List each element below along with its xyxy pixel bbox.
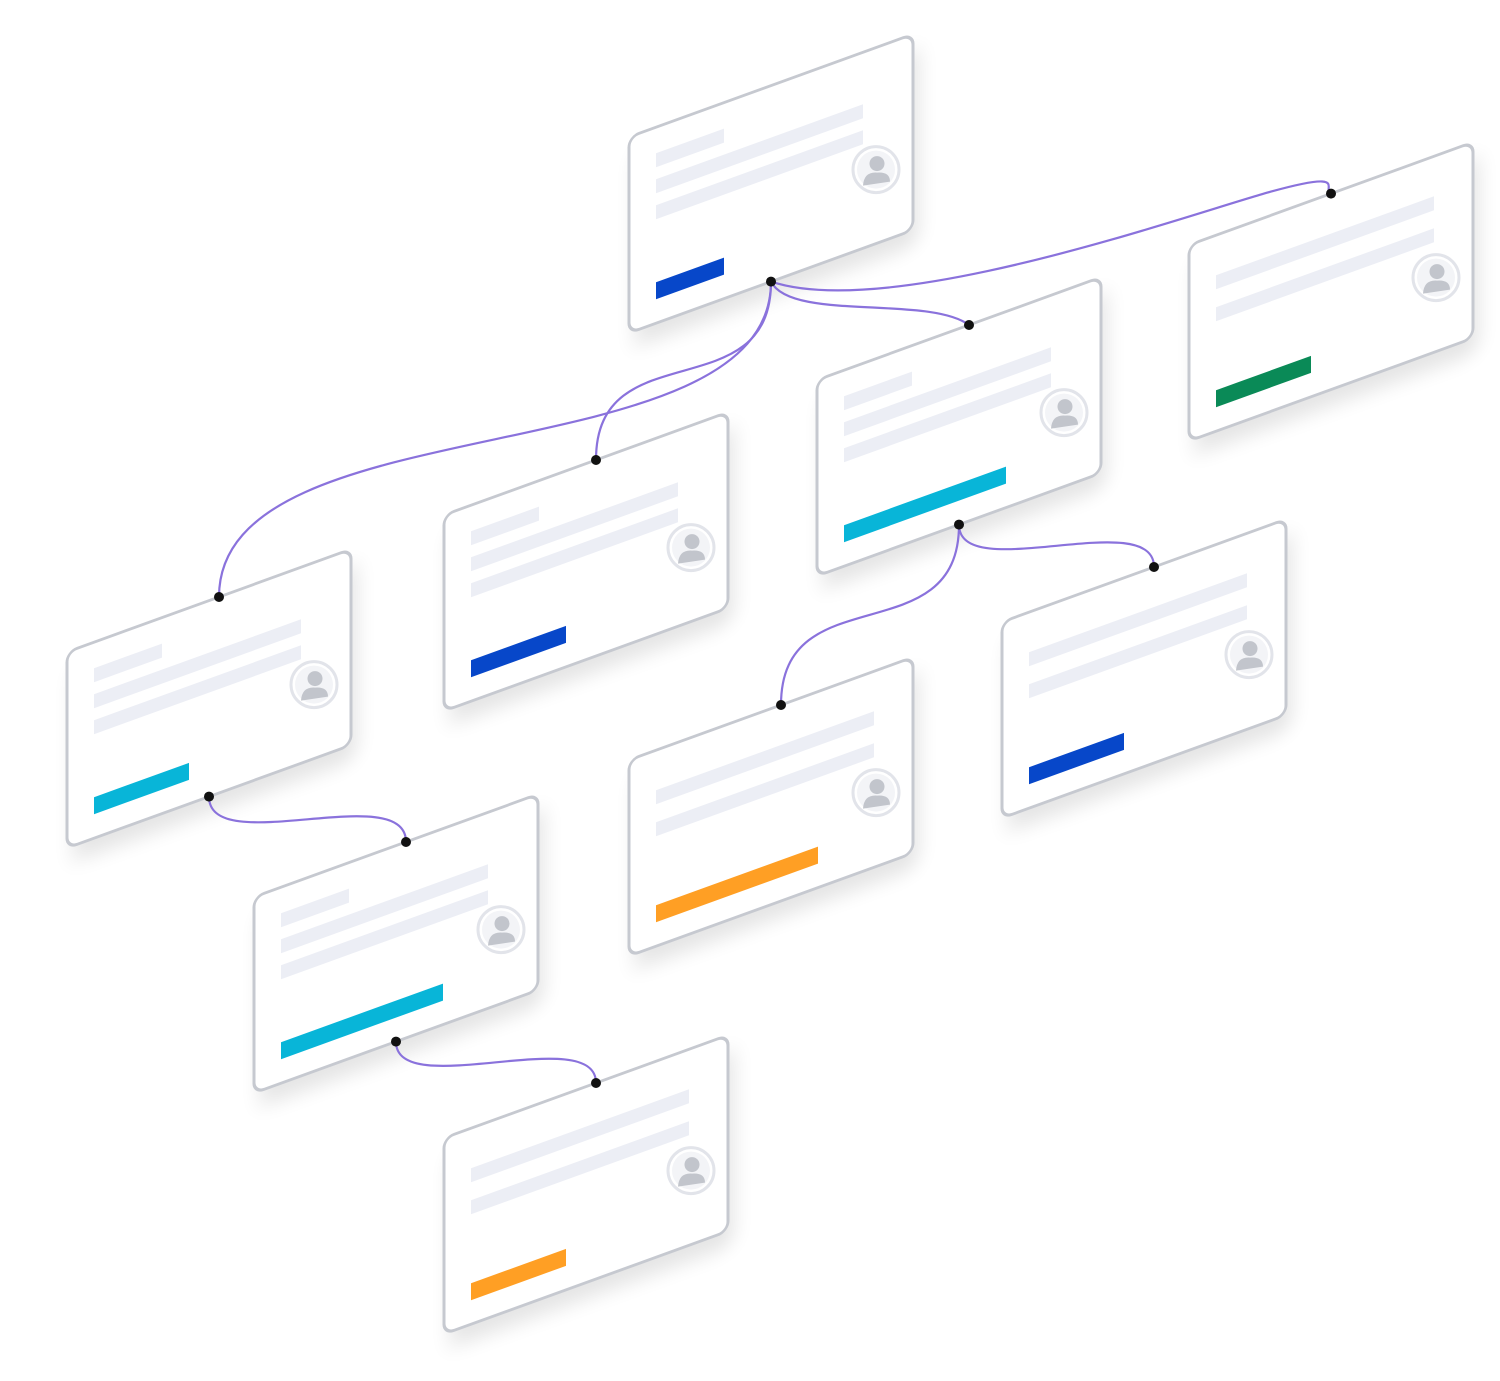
connector-card-a-to-card-e bbox=[207, 796, 408, 842]
org-card-card-d[interactable] bbox=[1187, 142, 1475, 441]
connector-card-e-to-card-h bbox=[394, 1041, 598, 1084]
org-card-card-a[interactable] bbox=[65, 549, 353, 848]
connector-dot bbox=[1326, 188, 1336, 199]
user-avatar-icon bbox=[1411, 253, 1461, 303]
user-avatar-icon bbox=[851, 768, 901, 818]
user-avatar-icon bbox=[476, 905, 526, 955]
placeholder-text-line bbox=[656, 711, 874, 805]
status-tag bbox=[281, 983, 443, 1060]
connector-root-to-card-d bbox=[770, 180, 1332, 292]
placeholder-text-line bbox=[471, 506, 539, 546]
connector-dot bbox=[766, 276, 776, 287]
org-card-card-c[interactable] bbox=[815, 277, 1103, 576]
connector-dot bbox=[204, 791, 214, 802]
connectors-layer bbox=[207, 180, 1332, 1084]
status-tag bbox=[1216, 355, 1311, 408]
placeholder-text-line bbox=[844, 371, 912, 411]
status-tag bbox=[656, 846, 818, 923]
org-card-card-f[interactable] bbox=[627, 657, 915, 956]
placeholder-text-line bbox=[281, 864, 488, 954]
placeholder-text-line bbox=[656, 104, 863, 194]
org-card-card-b[interactable] bbox=[442, 412, 730, 711]
connector-dot bbox=[1149, 561, 1159, 572]
placeholder-text-line bbox=[471, 508, 678, 598]
connector-root-to-card-a bbox=[217, 281, 773, 597]
user-avatar-icon bbox=[666, 1146, 716, 1196]
connector-dot bbox=[591, 1077, 601, 1088]
placeholder-text-line bbox=[1029, 573, 1247, 667]
placeholder-text-line bbox=[471, 1089, 689, 1183]
org-card-card-h[interactable] bbox=[442, 1035, 730, 1334]
placeholder-text-line bbox=[656, 743, 874, 837]
connector-dot bbox=[591, 454, 601, 465]
placeholder-text-line bbox=[471, 482, 678, 572]
org-card-card-g[interactable] bbox=[1000, 519, 1288, 818]
connector-dot bbox=[776, 699, 786, 710]
org-card-card-e[interactable] bbox=[252, 794, 540, 1093]
status-tag bbox=[471, 625, 566, 678]
placeholder-text-line bbox=[94, 643, 162, 683]
connector-dot bbox=[391, 1036, 401, 1047]
placeholder-text-line bbox=[281, 888, 349, 928]
status-tag bbox=[471, 1248, 566, 1301]
cards-layer bbox=[65, 35, 1475, 1334]
connector-dot bbox=[954, 519, 964, 530]
placeholder-text-line bbox=[1216, 228, 1434, 322]
user-avatar-icon bbox=[666, 523, 716, 573]
connector-dot bbox=[964, 319, 974, 330]
user-avatar-icon bbox=[1224, 630, 1274, 680]
connector-dot bbox=[214, 591, 224, 602]
status-tag bbox=[94, 762, 189, 815]
connector-card-c-to-card-g bbox=[957, 524, 1156, 567]
user-avatar-icon bbox=[851, 145, 901, 195]
connector-root-to-card-b bbox=[594, 281, 773, 460]
connector-dots-layer bbox=[204, 188, 1336, 1088]
connector-card-c-to-card-f bbox=[779, 524, 961, 705]
card-background bbox=[442, 413, 730, 710]
user-avatar-icon bbox=[289, 660, 339, 710]
connector-dot bbox=[401, 836, 411, 847]
placeholder-text-line bbox=[471, 1121, 689, 1215]
user-avatar-icon bbox=[1039, 388, 1089, 438]
status-tag bbox=[1029, 732, 1124, 785]
placeholder-text-line bbox=[1216, 196, 1434, 290]
placeholder-text-line bbox=[844, 347, 1051, 437]
placeholder-text-line bbox=[656, 128, 724, 168]
status-tag bbox=[844, 466, 1006, 543]
placeholder-text-line bbox=[94, 645, 301, 735]
placeholder-text-line bbox=[94, 619, 301, 709]
placeholder-text-line bbox=[844, 373, 1051, 463]
connector-root-to-card-c bbox=[770, 281, 970, 326]
placeholder-text-line bbox=[281, 890, 488, 980]
placeholder-text-line bbox=[1029, 605, 1247, 699]
status-tag bbox=[656, 257, 724, 300]
placeholder-text-line bbox=[656, 130, 863, 220]
